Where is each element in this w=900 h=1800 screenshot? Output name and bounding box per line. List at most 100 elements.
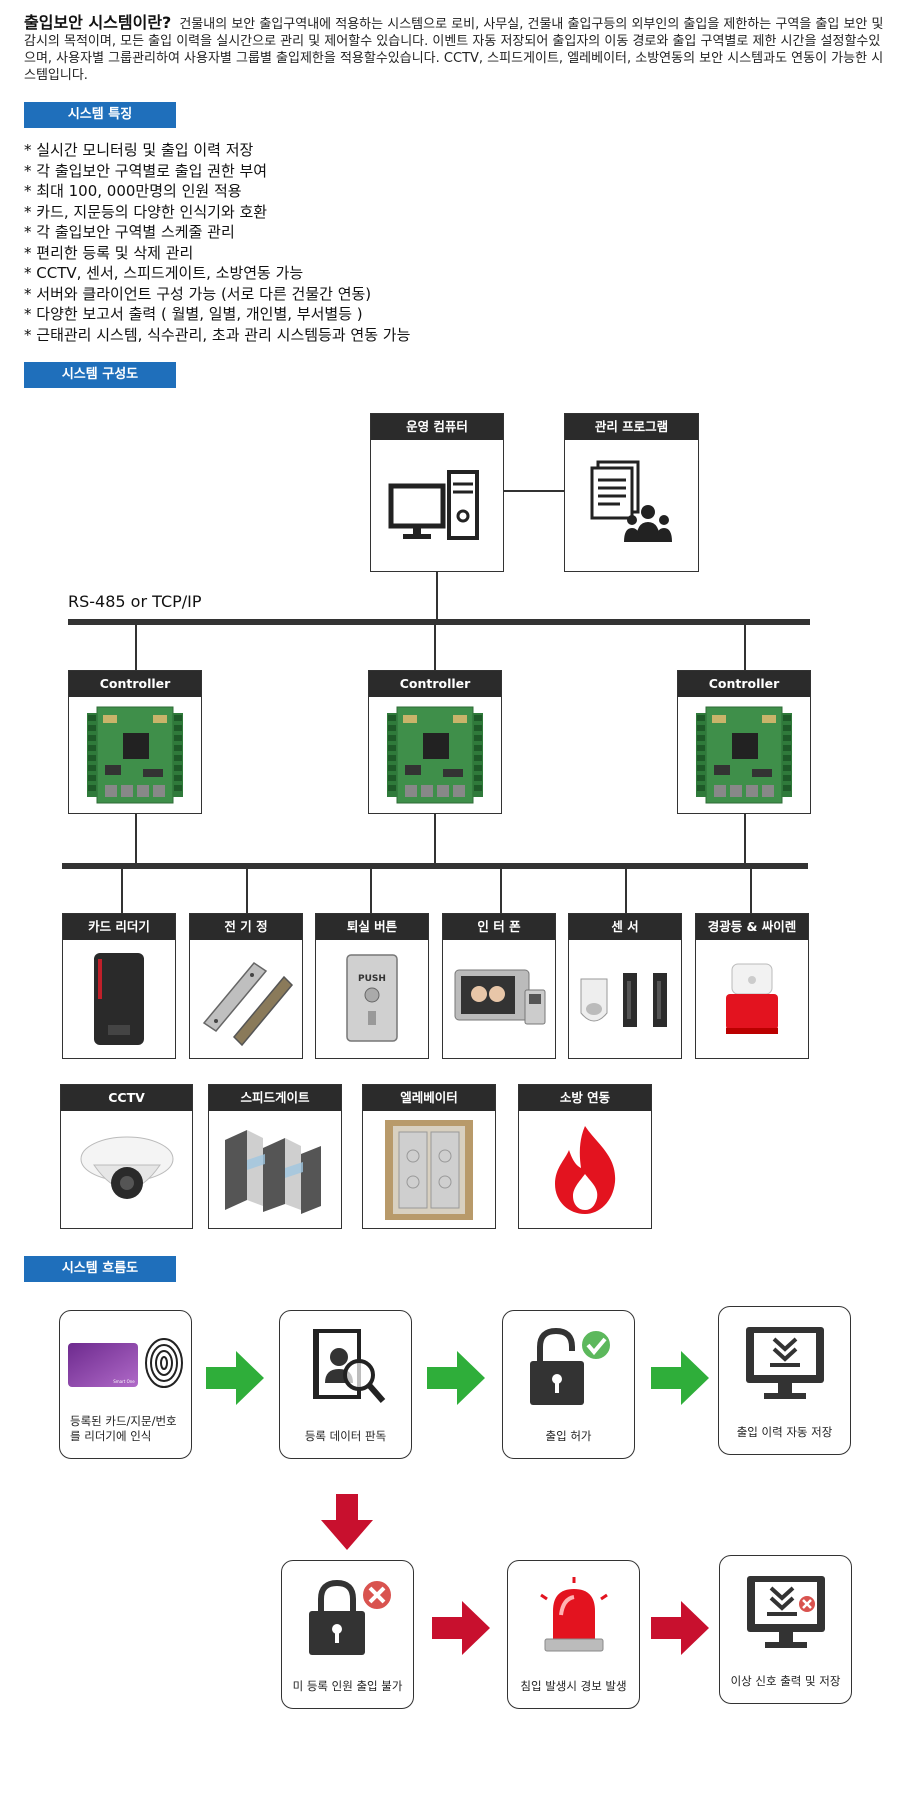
arrow-right-red-icon — [432, 1601, 490, 1655]
controller-link — [135, 814, 137, 864]
electric-lock-box: 전 기 정 — [189, 913, 303, 1059]
controller-box: Controller — [68, 670, 202, 814]
sensor-icon — [580, 973, 667, 1027]
siren-box: 경광등 & 싸이렌 — [695, 913, 809, 1059]
device-link — [121, 869, 123, 913]
arrow-right-green-icon — [651, 1351, 709, 1405]
feature-item: * 카드, 지문등의 다양한 인식기와 호환 — [24, 202, 268, 221]
elevator-icon — [385, 1119, 473, 1220]
upper-bus-line — [68, 619, 810, 625]
fire-link-box: 소방 연동 — [518, 1084, 652, 1229]
feature-item: * 실시간 모니터링 및 출입 이력 저장 — [24, 141, 254, 159]
controller-link — [744, 625, 746, 670]
monitor-alert-icon — [746, 1576, 825, 1648]
management-program-label: 관리 프로그램 — [565, 414, 698, 440]
arrow-right-green-icon — [206, 1351, 264, 1405]
locked-padlock-x-icon — [308, 1579, 393, 1655]
feature-item: * 최대 100, 000만명의 인원 적용 — [24, 182, 242, 200]
card-reader-box: 카드 리더기 — [62, 913, 176, 1059]
fire-flame-icon — [555, 1125, 616, 1214]
exit-button-box: 퇴실 버튼 PUSH — [315, 913, 429, 1059]
controller-link — [135, 625, 137, 670]
speed-gate-box: 스피드게이트 — [208, 1084, 342, 1229]
sensor-label: 센 서 — [569, 914, 681, 940]
documents-users-icon — [590, 460, 672, 542]
arrow-right-green-icon — [427, 1351, 485, 1405]
management-program-box: 관리 프로그램 — [564, 413, 699, 572]
flow-step-access-granted: 출입 허가 — [502, 1310, 635, 1459]
feature-item: * 편리한 등록 및 삭제 관리 — [24, 243, 194, 262]
flow-step-card-recognition: Smart One 등록된 카드/지문/번호를 리더기에 인식 — [59, 1310, 192, 1459]
siren-label: 경광등 & 싸이렌 — [696, 914, 808, 940]
intro-text: 건물내의 보안 출입구역내에 적용하는 시스템으로 로비, 사무실, 건물내 출… — [24, 17, 884, 83]
controller-box: Controller — [368, 670, 502, 814]
flow-step-log-saved: 출입 이력 자동 저장 — [718, 1306, 851, 1455]
exit-button-icon: PUSH — [346, 954, 398, 1042]
intro-title: 출입보안 시스템이란? — [24, 13, 172, 32]
flow-step-caption: 등록 데이터 판독 — [304, 1429, 387, 1443]
push-text: PUSH — [358, 974, 386, 984]
flow-step-caption: 이상 신호 출력 및 저장 — [730, 1674, 841, 1688]
intercom-box: 인 터 폰 — [442, 913, 556, 1059]
controller-label: Controller — [678, 671, 810, 697]
elevator-box: 엘레베이터 — [362, 1084, 496, 1229]
controller-label: Controller — [369, 671, 501, 697]
flow-step-caption: 출입 허가 — [545, 1429, 592, 1443]
cctv-label: CCTV — [61, 1085, 192, 1111]
speed-gate-icon — [225, 1129, 321, 1214]
flow-step-data-check: 등록 데이터 판독 — [279, 1310, 412, 1459]
card-reader-icon — [94, 953, 144, 1045]
electric-lock-label: 전 기 정 — [190, 914, 302, 940]
feature-item: * CCTV, 센서, 스피드게이트, 소방연동 가능 — [24, 264, 304, 282]
card-reader-label: 카드 리더기 — [63, 914, 175, 940]
flow-step-caption: 침입 발생시 경보 발생 — [520, 1679, 627, 1693]
controller-board-icon — [87, 706, 183, 804]
database-search-icon — [312, 1329, 385, 1403]
lower-bus-line — [62, 863, 808, 869]
monitor-download-icon — [745, 1327, 824, 1399]
unlocked-padlock-check-icon — [529, 1327, 612, 1405]
feature-item: * 서버와 클라이언트 구성 가능 (서로 다른 건물간 연동) — [24, 284, 372, 303]
section-label-flow: 시스템 흐름도 — [24, 1256, 176, 1282]
section-label-structure: 시스템 구성도 — [24, 362, 176, 388]
controller-box: Controller — [677, 670, 811, 814]
flow-step-caption: 등록된 카드/지문/번호를 리더기에 인식 — [70, 1414, 177, 1443]
cctv-box: CCTV — [60, 1084, 193, 1229]
intro-paragraph: 출입보안 시스템이란?건물내의 보안 출입구역내에 적용하는 시스템으로 로비,… — [24, 14, 884, 84]
desktop-computer-icon — [388, 469, 479, 540]
cctv-dome-icon — [80, 1136, 173, 1199]
electric-lock-icon — [202, 962, 294, 1047]
arrow-down-red-icon — [321, 1494, 373, 1550]
exit-button-label: 퇴실 버튼 — [316, 914, 428, 940]
operating-computer-label: 운영 컴퓨터 — [371, 414, 503, 440]
bus-protocol-label: RS-485 or TCP/IP — [68, 592, 202, 611]
flow-step-caption: 출입 이력 자동 저장 — [736, 1425, 833, 1439]
feature-item: * 다양한 보고서 출력 ( 월별, 일별, 개인별, 부서별등 ) — [24, 305, 363, 323]
siren-icon — [726, 963, 778, 1034]
operating-computer-box: 운영 컴퓨터 — [370, 413, 504, 572]
intercom-label: 인 터 폰 — [443, 914, 555, 940]
intercom-icon — [454, 969, 546, 1025]
flow-step-access-denied: 미 등록 인원 출입 불가 — [281, 1560, 414, 1709]
device-link — [750, 869, 752, 913]
flow-step-alert-saved: 이상 신호 출력 및 저장 — [719, 1555, 852, 1704]
controller-label: Controller — [69, 671, 201, 697]
elevator-label: 엘레베이터 — [363, 1085, 495, 1111]
arrow-right-red-icon — [651, 1601, 709, 1655]
controller-link — [744, 814, 746, 864]
feature-list: * 실시간 모니터링 및 출입 이력 저장 * 각 출입보안 구역별로 출입 권… — [24, 140, 410, 345]
flow-step-intrusion-alarm: 침입 발생시 경보 발생 — [507, 1560, 640, 1709]
computer-program-link — [504, 490, 564, 492]
fire-link-label: 소방 연동 — [519, 1085, 651, 1111]
feature-item: * 각 출입보안 구역별 스케줄 관리 — [24, 223, 235, 241]
device-link — [246, 869, 248, 913]
card-fingerprint-icon: Smart One — [67, 1338, 183, 1388]
card-brand-text: Smart One — [113, 1379, 135, 1384]
feature-item: * 근태관리 시스템, 식수관리, 초과 관리 시스템등과 연동 가능 — [24, 325, 411, 344]
device-link — [500, 869, 502, 913]
device-link — [625, 869, 627, 913]
flow-step-caption: 미 등록 인원 출입 불가 — [292, 1679, 403, 1693]
controller-link — [434, 814, 436, 864]
device-link — [370, 869, 372, 913]
sensor-box: 센 서 — [568, 913, 682, 1059]
